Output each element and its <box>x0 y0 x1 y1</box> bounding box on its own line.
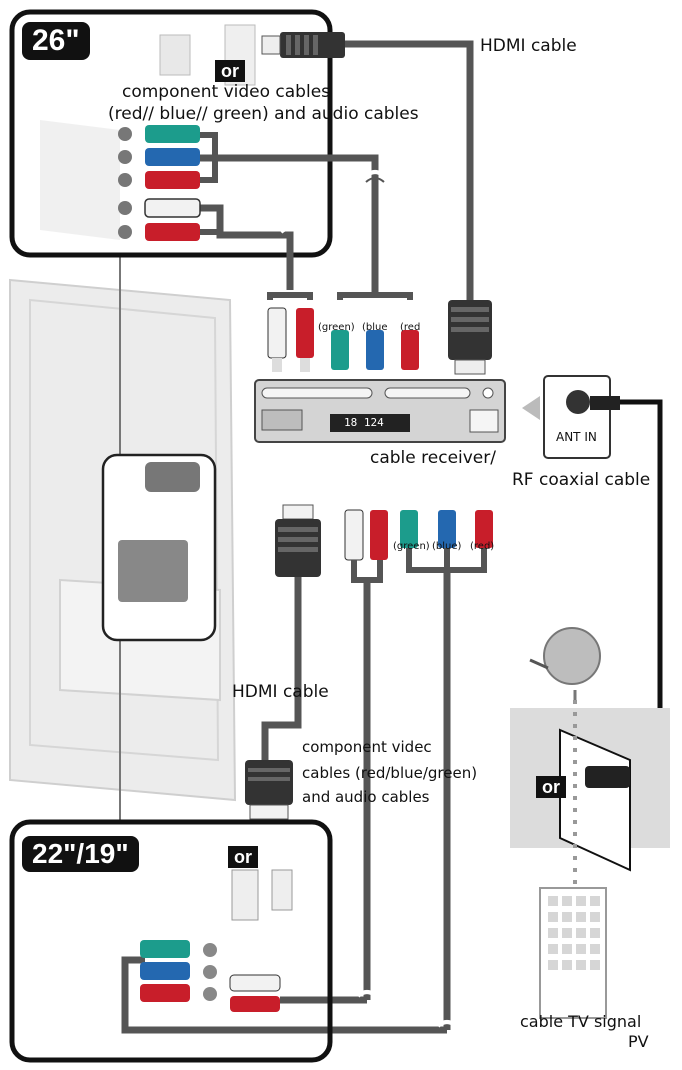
receiver-plug-label-red: (red <box>400 322 421 333</box>
lower-plug-label-blue: (blue) <box>432 541 462 552</box>
receiver-display-text: 18 124 <box>344 416 384 429</box>
signal-label-line1: cable TV signal <box>520 1012 642 1031</box>
lower-plug-label-red: (red) <box>470 541 495 552</box>
top-or-label: or <box>215 60 245 82</box>
top-panel-plugs <box>118 125 201 241</box>
receiver-plug-label-green: (green) <box>318 322 355 333</box>
bottom-size-badge: 22"/19" <box>22 836 139 872</box>
bottom-tv-panel <box>9 819 333 1063</box>
bottom-component-label-line1: component videc <box>302 738 432 756</box>
rf-coax-label: RF coaxial cable <box>512 470 651 490</box>
receiver-label: cable receiver/ <box>370 448 496 468</box>
bottom-component-label-line2: cables (red/blue/green) <box>302 764 478 782</box>
ant-in-label: ANT IN <box>556 430 597 444</box>
top-hdmi-label: HDMI cable <box>480 36 577 56</box>
bottom-hdmi-label: HDMI cable <box>232 682 329 702</box>
ant-in-jack <box>522 375 620 459</box>
top-component-label-line2: (red// blue// green) and audio cables <box>108 104 419 124</box>
receiver-plug-label-blue: (blue <box>362 322 388 333</box>
bottom-component-label-line3: and audio cables <box>302 788 430 806</box>
lower-plugs <box>344 509 493 1030</box>
top-size-badge: 26" <box>22 22 90 60</box>
top-component-label-line1: component video cables <box>122 82 331 102</box>
bottom-or-label: or <box>228 846 258 868</box>
bottom-component-cables <box>121 956 458 1034</box>
signal-or-label: or <box>536 776 566 798</box>
lower-plug-label-green: (green) <box>393 541 430 552</box>
top-hdmi-cable <box>261 32 492 375</box>
signal-label-line2: PV <box>628 1032 649 1051</box>
tv-jack-panel <box>101 453 217 642</box>
cable-receiver <box>254 379 506 443</box>
bottom-hdmi-cable <box>245 504 321 820</box>
top-component-cables <box>200 132 386 295</box>
signal-source <box>510 627 670 1019</box>
receiver-plugs <box>267 292 419 372</box>
